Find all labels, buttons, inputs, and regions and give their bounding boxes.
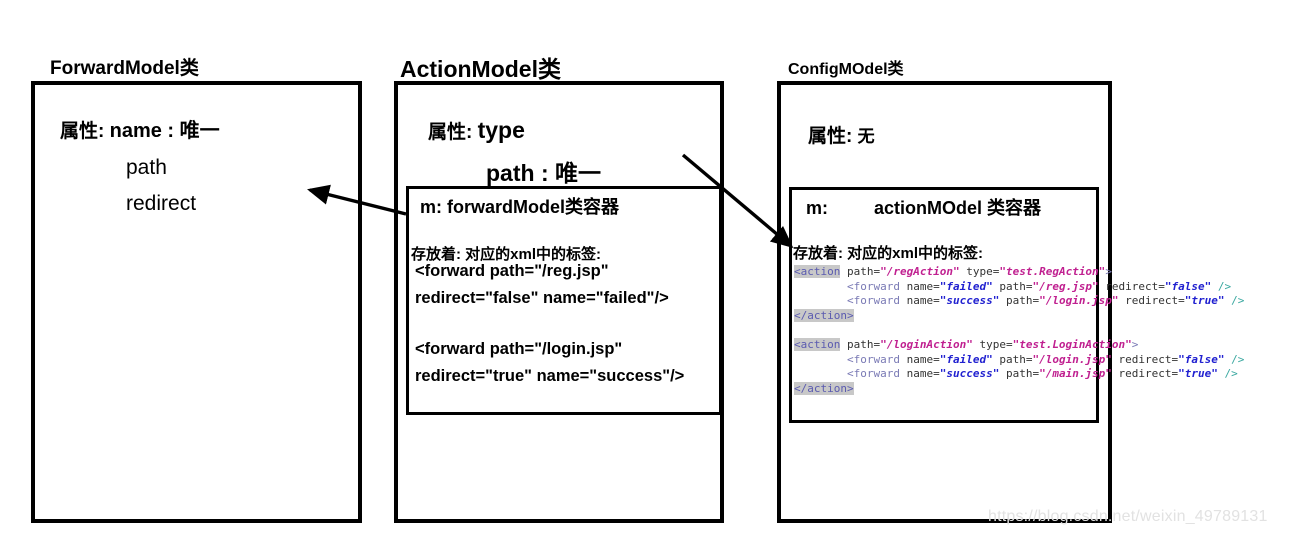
code-line: <action path="/loginAction" type="test.L…: [794, 337, 1139, 351]
code-line: <forward name="success" path="/login.jsp…: [846, 294, 1245, 308]
attr-value-action-type: type: [477, 117, 525, 143]
inner-heading-config-main: actionMOdel 类容器: [874, 198, 1042, 218]
forward-snippet-reg-line2: redirect="false" name="failed"/>: [415, 289, 669, 307]
attr-value-forward-redirect: redirect: [126, 192, 197, 215]
code-action-block: <action path="/regAction" type="test.Reg…: [794, 265, 1244, 323]
panel-box-forward-model: [31, 81, 362, 523]
code-line: <action path="/regAction" type="test.Reg…: [794, 265, 1112, 278]
code-action-block: <action path="/loginAction" type="test.L…: [794, 337, 1245, 396]
code-line: </action>: [794, 381, 854, 395]
panel-box-config-model: [777, 81, 1112, 523]
forward-snippet-login-line2: redirect="true" name="success"/>: [415, 367, 685, 385]
attr-value-forward-name: name : 唯一: [109, 120, 220, 142]
code-line: </action>: [794, 308, 854, 322]
panel-title-action-model: ActionModel类: [400, 56, 561, 82]
inner-heading-forward-model-container: m: forwardModel类容器: [420, 197, 620, 217]
code-line: <forward name="failed" path="/reg.jsp" r…: [846, 279, 1232, 293]
forward-snippet-reg-line1: <forward path="/reg.jsp": [415, 262, 609, 280]
forward-xml-snippets: <forward path="/reg.jsp" redirect="false…: [415, 258, 684, 390]
attr-label-action: 属性:: [428, 122, 473, 143]
attr-value-forward-path: path: [126, 156, 167, 179]
panel-title-config-model: ConfigMOdel类: [788, 61, 904, 78]
forward-model-attributes: 属性: name : 唯一 path redirect: [60, 113, 220, 222]
action-model-attributes: 属性: type path : 唯一: [428, 110, 601, 193]
forward-snippet-login-line1: <forward path="/login.jsp": [415, 340, 623, 358]
forward-snippet-login: <forward path="/login.jsp" redirect="tru…: [415, 336, 684, 390]
attr-label-config: 属性:: [808, 126, 853, 147]
forward-snippet-reg: <forward path="/reg.jsp" redirect="false…: [415, 258, 684, 312]
code-line: <forward name="failed" path="/login.jsp"…: [846, 352, 1245, 366]
inner-box-action-model-container: [789, 187, 1099, 423]
panel-box-action-model: [394, 81, 724, 523]
inner-subheading-forward-model-container: 存放着: 对应的xml中的标签:: [411, 246, 602, 263]
inner-heading-config-prefix: m:: [806, 198, 828, 218]
panel-title-forward-model: ForwardModel类: [50, 58, 199, 79]
inner-box-forward-model-container: [406, 186, 722, 415]
watermark-url: https://blog.csdn.net/weixin_49789131: [988, 508, 1268, 525]
inner-subheading-action-model-container: 存放着: 对应的xml中的标签:: [793, 245, 984, 262]
config-model-attributes: 属性: 无: [808, 122, 875, 152]
inner-heading-action-model-container: m: actionMOdel 类容器: [806, 194, 1041, 220]
attr-label-forward: 属性:: [60, 121, 105, 142]
attr-value-action-path: path : 唯一: [486, 160, 601, 186]
code-line: <forward name="success" path="/main.jsp"…: [846, 367, 1238, 381]
attr-value-config-none: 无: [857, 127, 875, 146]
action-xml-code-block: <action path="/regAction" type="test.Reg…: [794, 265, 1244, 396]
